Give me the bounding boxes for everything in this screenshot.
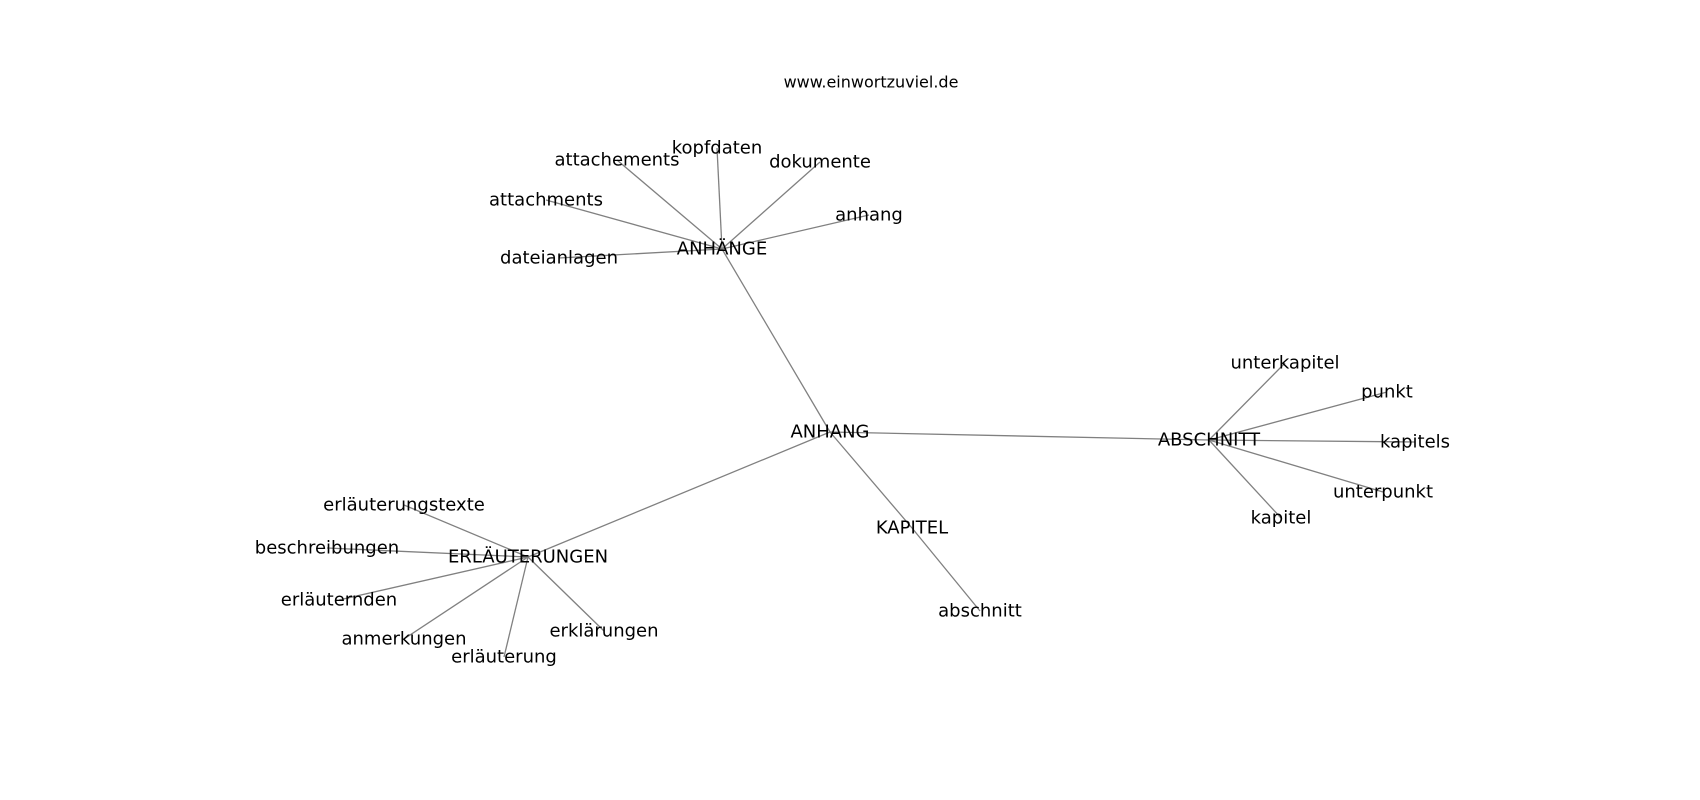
node-dokumente: dokumente xyxy=(769,152,871,173)
edge-abschnitt-kapitels xyxy=(1208,439,1416,443)
node-anmerkungen: anmerkungen xyxy=(341,629,466,650)
node-anhang: ANHANG xyxy=(790,422,869,443)
node-abschnitt: ABSCHNITT xyxy=(1158,430,1261,451)
edge-anhange-dateianlagen xyxy=(558,248,723,259)
edge-anhange-dokumente xyxy=(721,161,821,250)
edge-anhange-kopfdaten xyxy=(716,147,723,250)
graph-nodes: ANHANG ANHÄNGE ABSCHNITT ERLÄUTERUNGEN KAPIT… xyxy=(255,138,1450,668)
edge-anhang-kapitel xyxy=(829,431,913,529)
node-anhang: anhang xyxy=(835,205,903,226)
node-kopfdaten: kopfdaten xyxy=(672,138,763,159)
node-dateianlagen: dateianlagen xyxy=(500,248,618,269)
edge-abschnitt-kapitel xyxy=(1208,439,1282,519)
node-kapitels: kapitels xyxy=(1380,432,1450,453)
node-erlauternden: erläuternden xyxy=(281,590,397,611)
edge-erlauterungen-erlauternden xyxy=(338,556,529,601)
node-erklarungen: erklärungen xyxy=(549,621,658,642)
node-erlauterungen: ERLÄUTERUNGEN xyxy=(448,547,608,568)
edge-erlauterungen-erlauterung xyxy=(503,556,529,658)
graph-edges xyxy=(326,147,1416,658)
node-unterkapitel: unterkapitel xyxy=(1230,353,1339,374)
edge-abschnitt-unterpunkt xyxy=(1208,439,1384,493)
node-anhange: ANHÄNGE xyxy=(677,239,767,260)
node-erlauterungstexte: erläuterungstexte xyxy=(323,495,485,516)
edge-abschnitt-unterkapitel xyxy=(1208,362,1286,441)
edge-anhang-erlauterungen xyxy=(527,431,831,558)
edge-abschnitt-punkt xyxy=(1208,391,1388,441)
edge-anhange-attachments xyxy=(545,199,723,250)
node-erlauterung: erläuterung xyxy=(451,647,557,668)
edge-anhange-attachements xyxy=(616,159,723,250)
edge-erlauterungen-erklarungen xyxy=(527,556,605,632)
edge-anhang-abschnitt xyxy=(829,431,1210,441)
edge-erlauterungen-beschreibungen xyxy=(326,547,529,558)
node-beschreibungen: beschreibungen xyxy=(255,538,399,559)
node-punkt: punkt xyxy=(1361,382,1413,403)
edge-anhange-anhang xyxy=(721,214,870,250)
edge-kapitel-abschnitt xyxy=(911,527,981,612)
edge-erlauterungen-anmerkungen xyxy=(403,556,529,640)
node-attachements: attachements xyxy=(554,150,679,171)
node-abschnitt: abschnitt xyxy=(938,601,1022,622)
edge-anhang-anhange xyxy=(721,248,831,433)
edge-erlauterungen-erlauterungstexte xyxy=(403,504,529,558)
node-attachments: attachments xyxy=(489,190,603,211)
node-unterpunkt: unterpunkt xyxy=(1333,482,1433,503)
node-kapitel: KAPITEL xyxy=(876,518,948,539)
source-url: www.einwortzuviel.de xyxy=(784,73,959,92)
node-kapitel: kapitel xyxy=(1251,508,1312,529)
